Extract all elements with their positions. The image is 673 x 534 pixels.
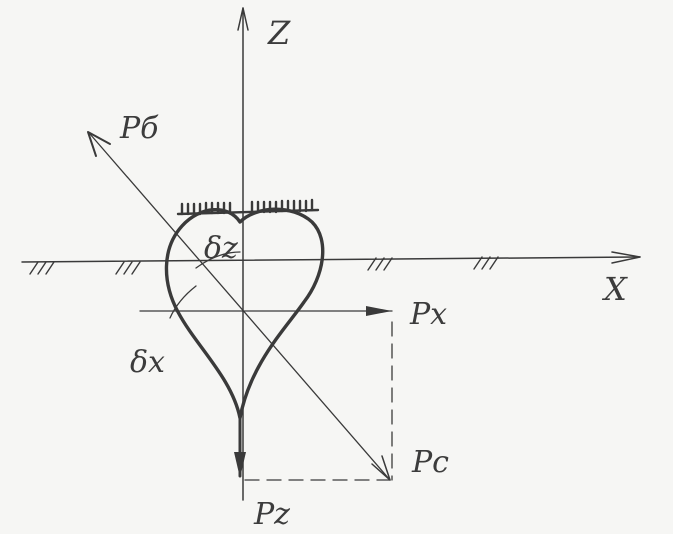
anchor-hatching [176, 198, 320, 216]
ground-hatching [29, 256, 499, 275]
ground-line [21, 256, 641, 263]
resultant-line [89, 133, 391, 481]
delta-x-label: δx [130, 345, 165, 380]
delta-z-label: δz [204, 231, 238, 266]
p-sigma-arrowhead [87, 131, 111, 157]
z-axis-label: Z [267, 14, 291, 52]
p-z-label: Pz [253, 497, 290, 532]
pile-outline [164, 207, 325, 420]
p-z-arrowhead [234, 452, 246, 478]
delta-x-arc [169, 285, 197, 319]
p-sigma-label: Pб [119, 111, 159, 146]
p-x-label: Px [409, 297, 447, 332]
p-x-arrowhead [366, 306, 392, 316]
p-c-label: Pc [411, 445, 449, 480]
x-axis-arrowhead [611, 251, 641, 264]
x-axis-label: X [601, 270, 628, 308]
delta-z-arc [195, 251, 241, 269]
z-axis-arrowhead [237, 7, 249, 31]
